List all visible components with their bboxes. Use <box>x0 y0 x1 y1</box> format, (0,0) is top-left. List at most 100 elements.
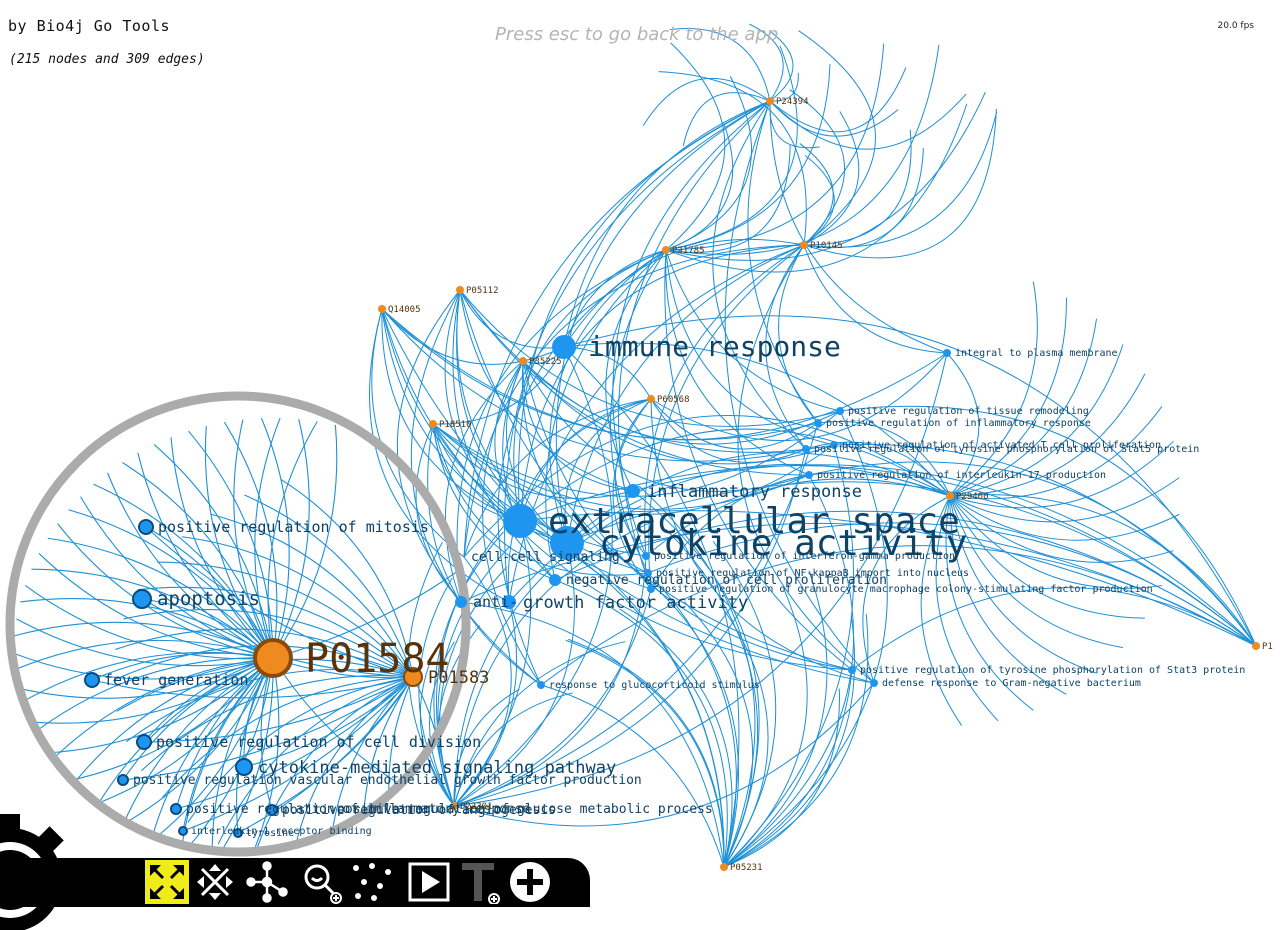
graph-node[interactable] <box>456 286 464 294</box>
expand-arrows-icon[interactable] <box>145 860 189 904</box>
node-label: fever generation <box>104 671 249 689</box>
graph-node[interactable] <box>943 349 951 357</box>
graph-node[interactable] <box>429 420 437 428</box>
graph-edge <box>665 45 798 251</box>
scatter-dots-icon[interactable] <box>350 860 394 904</box>
graph-edge <box>107 472 274 659</box>
graph-node[interactable] <box>814 419 822 427</box>
graph-node[interactable] <box>946 492 954 500</box>
graph-edge <box>453 641 626 807</box>
graph-edge <box>453 520 655 807</box>
graph-node[interactable] <box>233 828 243 838</box>
graph-node[interactable] <box>455 596 467 608</box>
graph-edge <box>665 76 752 251</box>
graph-edge <box>920 495 963 726</box>
graph-node[interactable] <box>519 357 527 365</box>
graph-edge <box>769 72 799 102</box>
graph-node[interactable] <box>870 679 878 687</box>
graph-edge <box>143 676 414 743</box>
graph-node[interactable] <box>170 803 182 815</box>
graph-edge <box>723 588 808 868</box>
graph-edge <box>949 495 1145 619</box>
graph-edge <box>388 676 414 848</box>
graph-node[interactable] <box>235 758 253 776</box>
graph-node[interactable] <box>537 681 545 689</box>
text-icon[interactable] <box>458 860 502 904</box>
node-label: P35225 <box>529 357 562 367</box>
graph-node[interactable] <box>378 305 386 313</box>
graph-edge <box>669 28 771 102</box>
plus-circle-icon[interactable] <box>508 860 552 904</box>
graph-edge <box>945 495 1034 711</box>
node-label: interleukin-1 receptor binding <box>191 826 372 837</box>
magnifier-lens[interactable] <box>5 391 471 857</box>
node-label: positive regulation of tissue remodeling <box>848 406 1089 417</box>
graph-node[interactable] <box>403 667 423 687</box>
graph-edge <box>459 289 853 671</box>
graph-node[interactable] <box>117 774 129 786</box>
graph-node[interactable] <box>450 802 458 810</box>
graph-node[interactable] <box>552 335 576 359</box>
graph-node[interactable] <box>138 519 154 535</box>
node-label: positive regulation of mitosis <box>158 518 429 536</box>
graph-node[interactable] <box>84 672 100 688</box>
graph-node[interactable] <box>136 734 152 750</box>
magnifier-icon[interactable] <box>300 860 344 904</box>
graph-node[interactable] <box>662 246 670 254</box>
graph-node[interactable] <box>830 441 838 449</box>
node-label: immune response <box>588 330 841 363</box>
graph-node[interactable] <box>502 595 516 609</box>
graph-edge <box>723 410 888 868</box>
graph-node[interactable] <box>503 504 537 538</box>
graph-node[interactable] <box>647 395 655 403</box>
graph-node[interactable] <box>644 569 652 577</box>
node-label: P01583 <box>428 668 489 688</box>
graph-edge <box>803 108 997 259</box>
graph-node[interactable] <box>1252 642 1260 650</box>
graph-edge <box>665 44 940 255</box>
graph-node[interactable] <box>266 804 278 816</box>
graph-edge <box>122 461 274 659</box>
graph-edge <box>459 289 565 349</box>
graph-node[interactable] <box>766 97 774 105</box>
node-label: negative regulation of cell proliferatio… <box>566 573 887 588</box>
move-cross-icon[interactable] <box>193 860 237 904</box>
graph-node[interactable] <box>836 407 844 415</box>
graph-node[interactable] <box>805 471 813 479</box>
play-icon[interactable] <box>407 860 451 904</box>
graph-node[interactable] <box>626 484 640 498</box>
graph-node[interactable] <box>178 826 188 836</box>
graph-edge <box>459 289 634 492</box>
graph-edge <box>719 604 769 868</box>
graph-node[interactable] <box>642 552 650 560</box>
graph-edge <box>453 692 574 807</box>
node-label: inflammatory response <box>647 482 862 502</box>
graph-node[interactable] <box>647 585 655 593</box>
graph-edge <box>949 281 1038 497</box>
network-icon[interactable] <box>245 860 289 904</box>
graph-node[interactable] <box>132 589 152 609</box>
graph-node[interactable] <box>550 526 584 560</box>
graph-edge <box>432 423 810 510</box>
credit-text: by Bio4j Go Tools <box>8 17 171 35</box>
graph-edge <box>453 520 532 807</box>
graph-edge <box>20 598 274 659</box>
graph-node[interactable] <box>848 666 856 674</box>
graph-edge <box>34 657 274 755</box>
graph-edge <box>650 398 819 450</box>
graph-edge <box>463 415 951 558</box>
graph-edge <box>949 495 1124 649</box>
graph-edge <box>429 641 455 807</box>
graph-edge <box>749 23 784 102</box>
graph-node[interactable] <box>802 445 810 453</box>
graph-edge <box>123 608 414 678</box>
graph-node[interactable] <box>720 863 728 871</box>
graph-node[interactable] <box>253 638 293 678</box>
node-label: positive regulation of NF-kappaB import … <box>656 568 969 579</box>
node-label: cell-cell signaling <box>471 550 620 565</box>
graph-edge <box>769 93 967 150</box>
graph-node[interactable] <box>800 241 808 249</box>
graph-node[interactable] <box>549 574 561 586</box>
graph-edge <box>463 398 652 558</box>
